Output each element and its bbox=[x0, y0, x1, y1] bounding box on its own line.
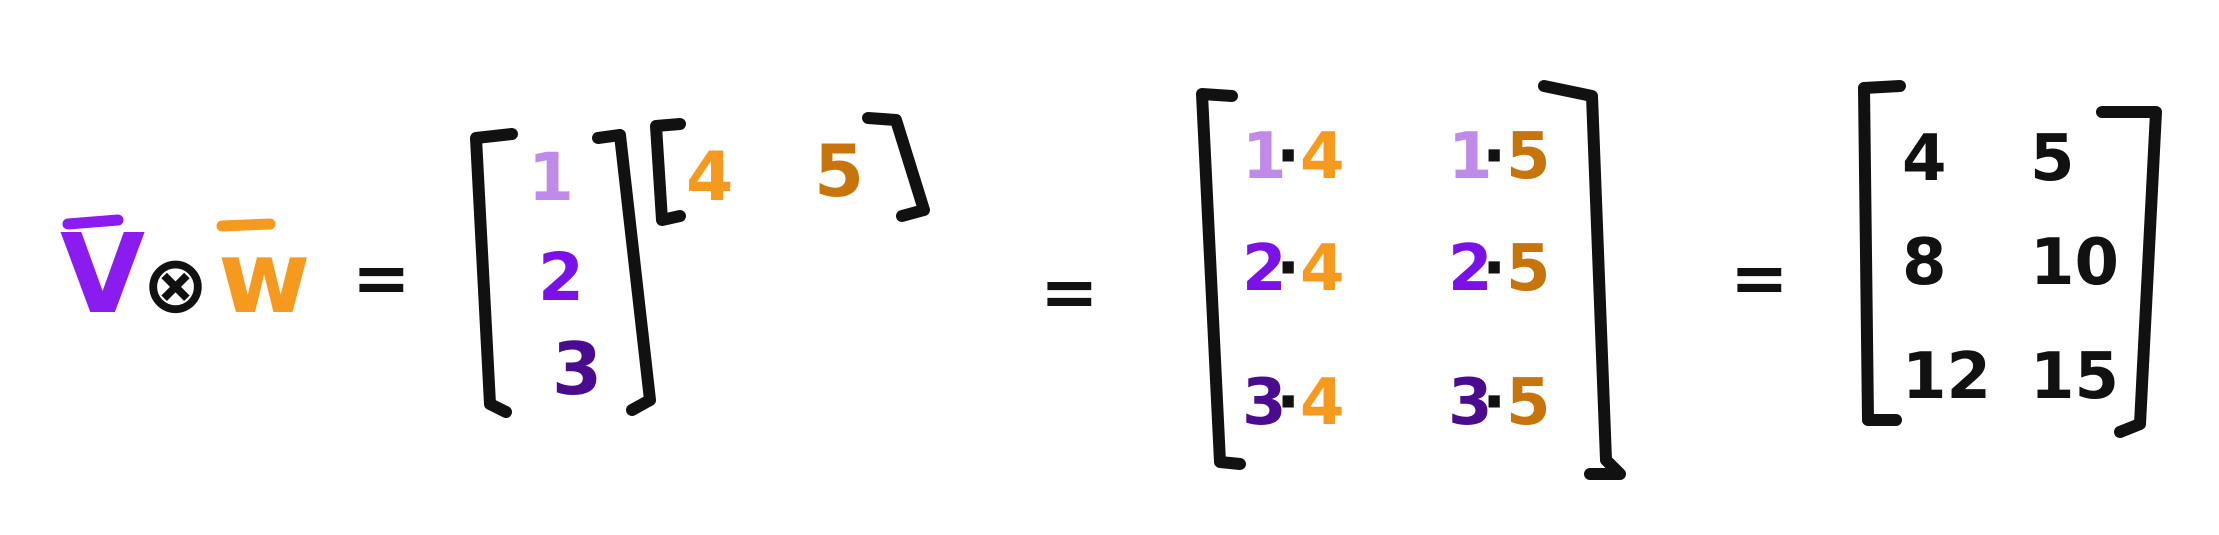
w-symbol: w bbox=[218, 219, 310, 336]
v-entry-3: 3 bbox=[552, 327, 602, 411]
product-factor-v-1-1: 1 bbox=[1242, 120, 1287, 194]
w-right-bracket bbox=[862, 112, 930, 222]
w-arrow-icon bbox=[216, 218, 276, 232]
product-dot-1-2: · bbox=[1482, 120, 1506, 194]
column-vector-v: 1 2 3 bbox=[470, 128, 656, 418]
v-entry-2: 2 bbox=[538, 239, 584, 316]
v-right-bracket bbox=[592, 129, 656, 416]
result-entry-2-1: 8 bbox=[1902, 226, 1947, 300]
product-factor-v-2-1: 2 bbox=[1242, 232, 1287, 306]
v-symbol: V bbox=[60, 210, 145, 338]
product-dot-3-1: · bbox=[1276, 366, 1300, 440]
w-entry-2: 5 bbox=[814, 129, 864, 213]
v-left-bracket bbox=[470, 128, 518, 418]
w-entry-1: 4 bbox=[686, 138, 733, 217]
product-factor-w-2-1: 4 bbox=[1300, 232, 1345, 306]
product-factor-v-1-2: 1 bbox=[1448, 120, 1493, 194]
product-factor-w-1-1: 4 bbox=[1300, 120, 1345, 194]
v-arrow-icon bbox=[62, 214, 124, 230]
product-factor-w-3-1: 4 bbox=[1300, 366, 1345, 440]
product-dot-2-1: · bbox=[1276, 232, 1300, 306]
equals-sign-2: = bbox=[1040, 251, 1099, 333]
product-dot-3-2: · bbox=[1482, 366, 1506, 440]
result-left-bracket bbox=[1858, 80, 1906, 426]
product-factor-w-1-2: 5 bbox=[1506, 120, 1551, 194]
v-entry-1: 1 bbox=[528, 139, 574, 216]
result-entry-1-1: 4 bbox=[1902, 122, 1947, 196]
result-matrix: 4 5 8 10 12 15 bbox=[1858, 80, 2162, 438]
product-factor-v-3-1: 3 bbox=[1242, 366, 1287, 440]
products-right-bracket bbox=[1538, 80, 1626, 480]
result-entry-1-2: 5 bbox=[2030, 122, 2075, 196]
product-factor-w-2-2: 5 bbox=[1506, 232, 1551, 306]
result-entry-3-2: 15 bbox=[2030, 340, 2119, 414]
products-left-bracket bbox=[1196, 88, 1246, 470]
result-right-bracket bbox=[2096, 106, 2162, 438]
product-factor-w-3-2: 5 bbox=[1506, 366, 1551, 440]
product-factor-v-2-2: 2 bbox=[1448, 232, 1493, 306]
row-vector-w: 4 5 bbox=[650, 112, 930, 226]
product-factor-v-3-2: 3 bbox=[1448, 366, 1493, 440]
result-entry-2-2: 10 bbox=[2030, 226, 2119, 300]
result-cells: 4 5 8 10 12 15 bbox=[1902, 122, 2119, 414]
lhs-expression: V ⊗ w = bbox=[60, 210, 411, 338]
equals-sign-1: = bbox=[352, 237, 411, 319]
w-left-bracket bbox=[650, 118, 686, 226]
product-dot-2-2: · bbox=[1482, 232, 1506, 306]
equals-sign-3: = bbox=[1730, 237, 1789, 319]
otimes-symbol: ⊗ bbox=[142, 238, 209, 331]
result-entry-3-1: 12 bbox=[1902, 340, 1991, 414]
product-dot-1-1: · bbox=[1276, 120, 1300, 194]
